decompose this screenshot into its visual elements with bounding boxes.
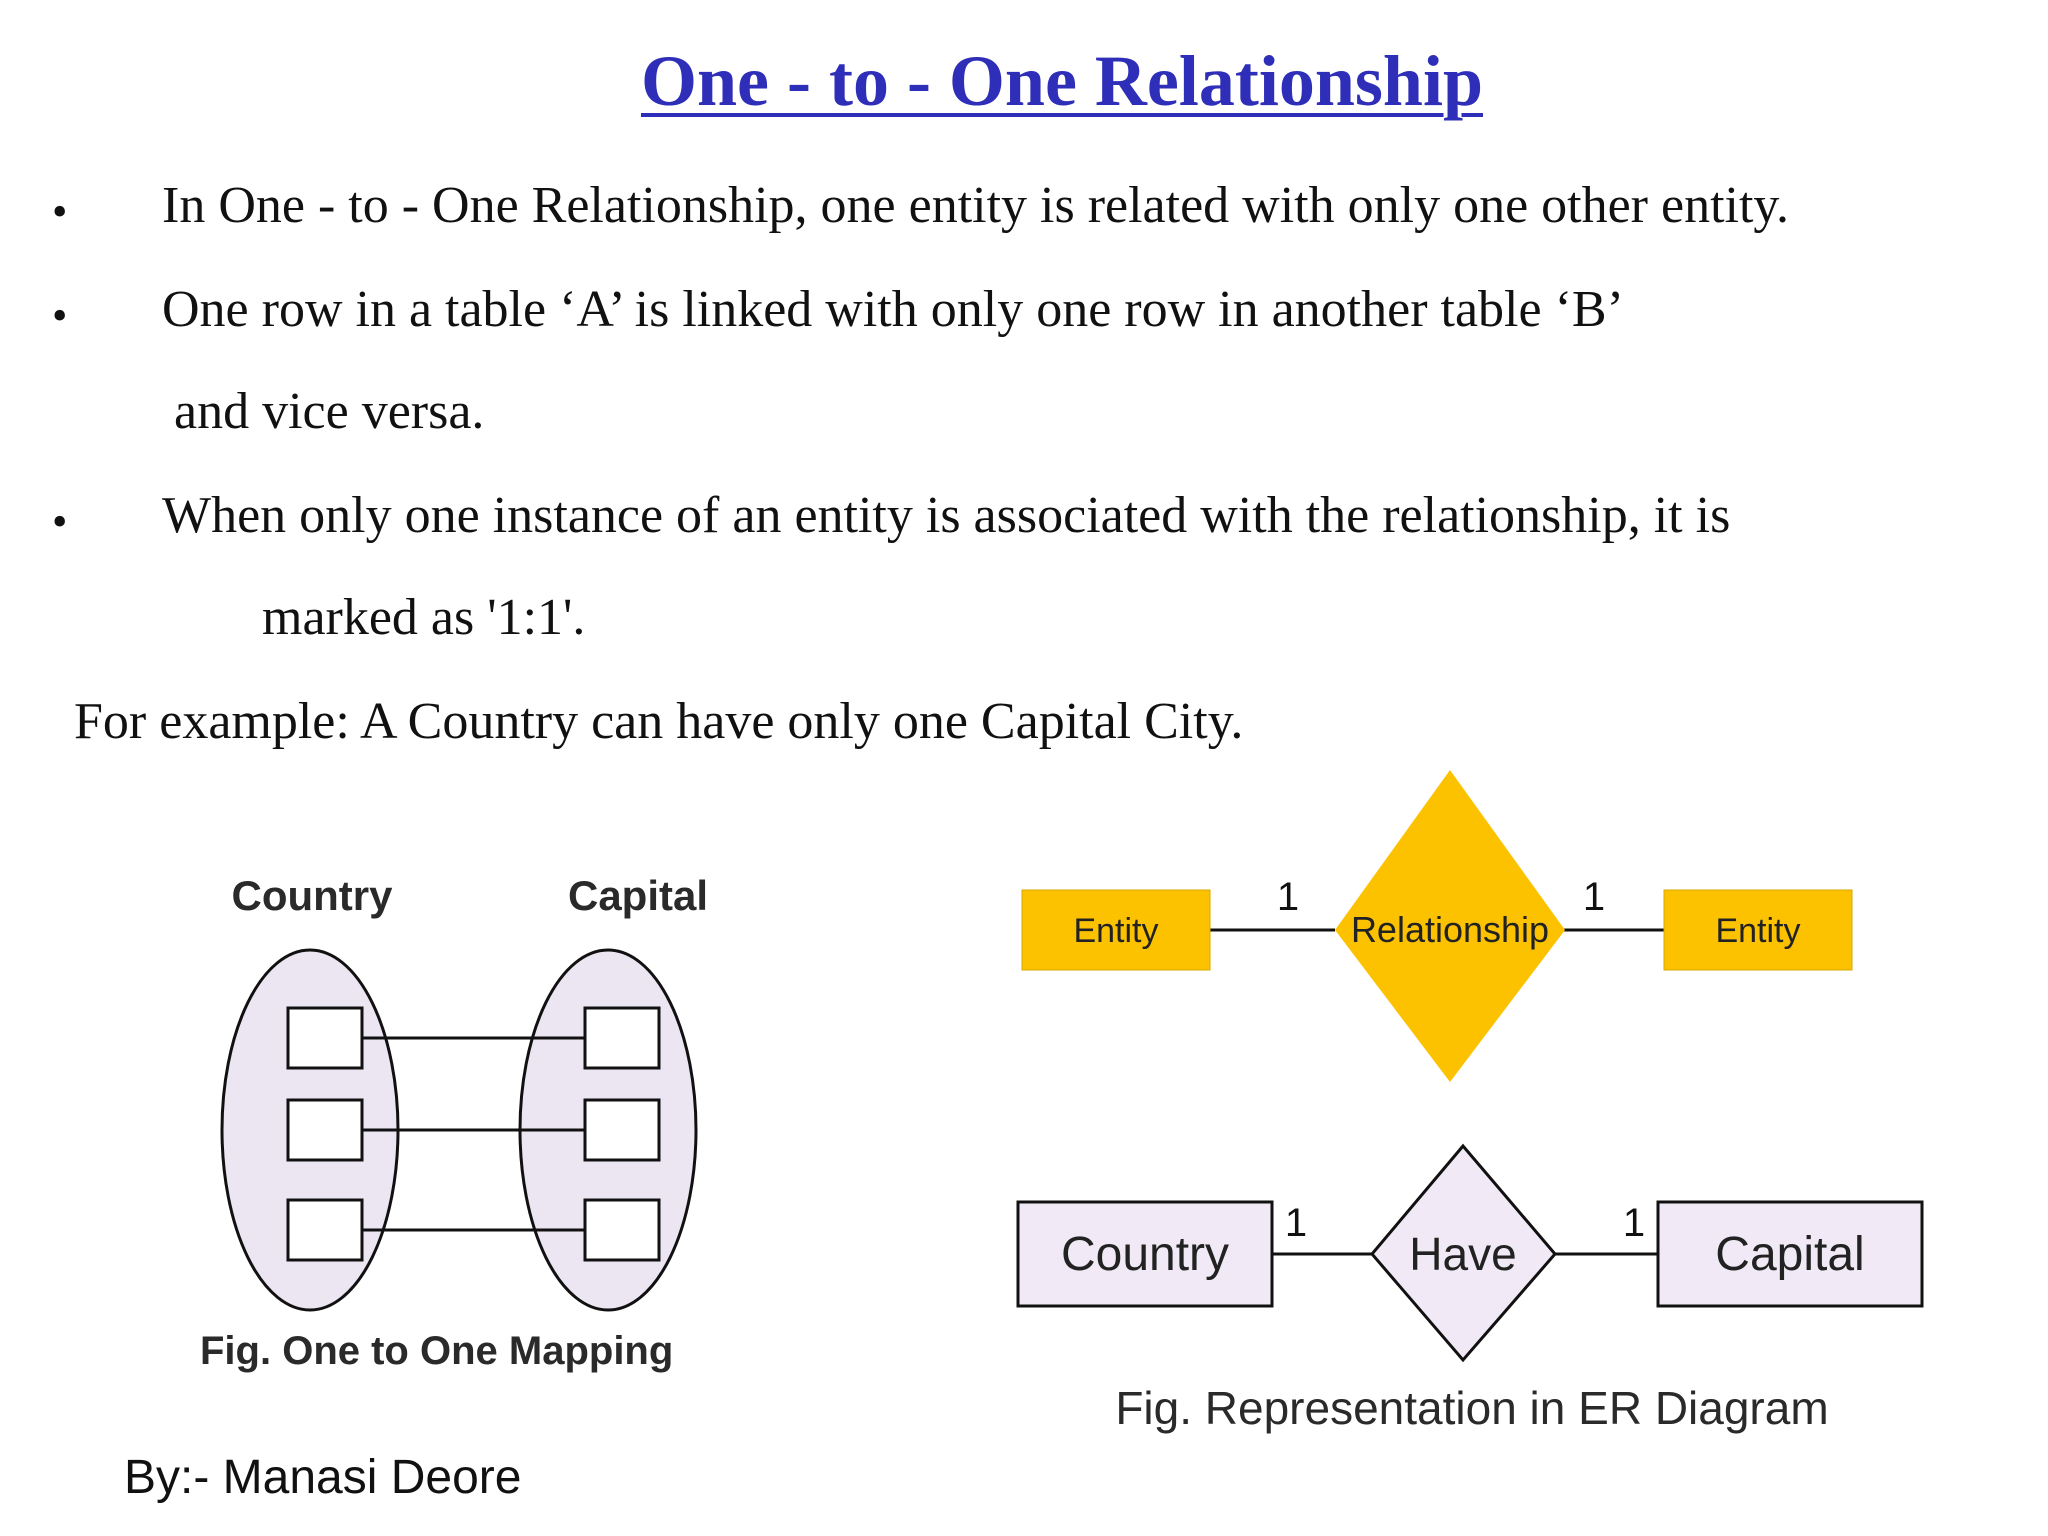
bullet-marker: • — [52, 497, 68, 546]
bullet-1-text: In One - to - One Relationship, one enti… — [162, 177, 1790, 234]
bullet-3-continuation: marked as '1:1'. — [262, 589, 586, 646]
page-title: One - to - One Relationship — [640, 41, 1484, 121]
country-entity-box — [1016, 1200, 1274, 1308]
capital-entity-label: Capital — [1715, 1228, 1864, 1281]
entity-label-right: Entity — [1715, 912, 1800, 950]
relationship-label: Relationship — [1351, 909, 1549, 950]
have-relationship-label: Have — [1409, 1228, 1516, 1280]
bullet-2-text: One row in a table ‘A’ is linked with on… — [162, 281, 1624, 338]
cardinality-right: 1 — [1623, 1201, 1645, 1245]
capital-entity-box — [1656, 1200, 1924, 1308]
cardinality-left: 1 — [1277, 875, 1299, 919]
er-generic-diagram: Entity Relationship Entity 1 1 — [1021, 770, 1853, 1082]
cardinality-left: 1 — [1285, 1201, 1307, 1245]
mapping-right-label: Capital — [568, 872, 708, 919]
mapping-caption: Fig. One to One Mapping — [200, 1329, 673, 1373]
bullet-3-text: When only one instance of an entity is a… — [162, 487, 1731, 544]
entity-label-left: Entity — [1073, 912, 1158, 950]
er-caption: Fig. Representation in ER Diagram — [1115, 1382, 1828, 1434]
capital-element — [583, 1098, 661, 1162]
er-example-diagram: Country Have Capital 1 1 Fig. Representa… — [1016, 1143, 1924, 1434]
country-element — [286, 1098, 364, 1162]
entity-box-left — [1021, 889, 1211, 971]
bullet-marker: • — [52, 291, 68, 340]
country-element — [286, 1006, 364, 1070]
mapping-left-label: Country — [232, 872, 394, 919]
bullet-2-continuation: and vice versa. — [174, 383, 485, 440]
example-text: For example: A Country can have only one… — [74, 693, 1244, 750]
country-entity-label: Country — [1061, 1228, 1229, 1281]
have-relationship-diamond — [1370, 1143, 1557, 1363]
capital-element — [583, 1198, 661, 1262]
capital-element — [583, 1006, 661, 1070]
mapping-diagram: Country Capital Fig. One to One Mapping — [200, 872, 708, 1373]
country-element — [286, 1198, 364, 1262]
bullet-marker: • — [52, 187, 68, 236]
author-credit: By:- Manasi Deore — [124, 1451, 522, 1504]
cardinality-right: 1 — [1583, 875, 1605, 919]
relationship-diamond — [1335, 770, 1565, 1082]
entity-box-right — [1663, 889, 1853, 971]
